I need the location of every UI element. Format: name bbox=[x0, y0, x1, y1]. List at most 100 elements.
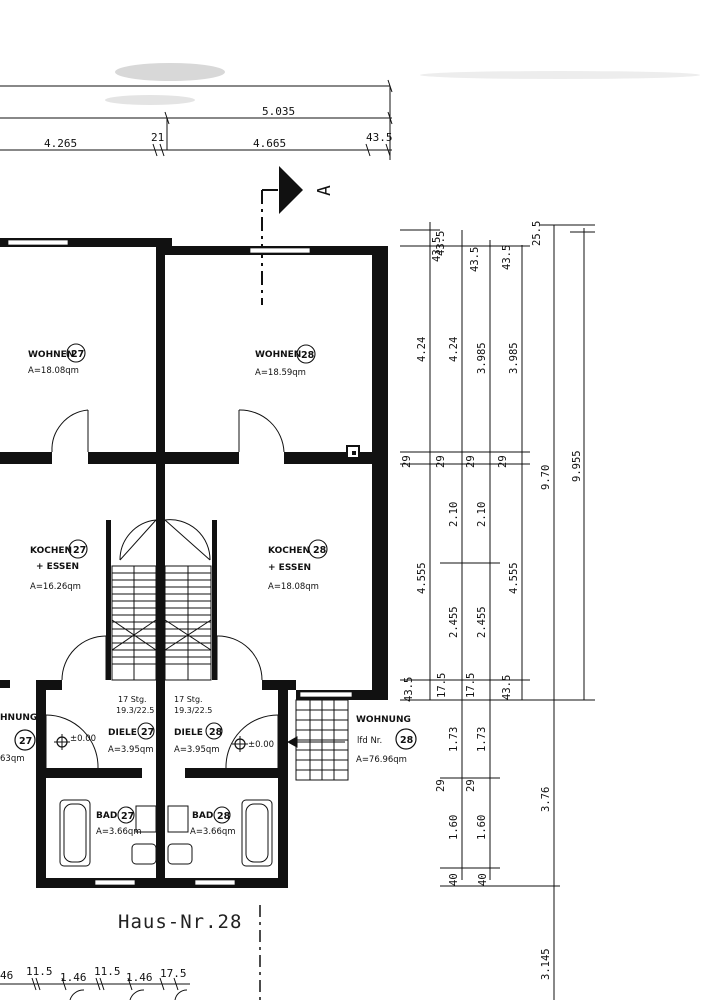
vdim-c2-2: 29 bbox=[435, 455, 447, 468]
kochen-27-area: A=16.26qm bbox=[30, 582, 81, 592]
wohnung-27-name: HNUNG bbox=[0, 713, 37, 723]
diele-28-name: DIELE bbox=[174, 728, 203, 738]
diele-27-name: DIELE bbox=[108, 728, 137, 738]
wohnung-28-name: WOHNUNG bbox=[356, 715, 411, 725]
vdim-c2-5: 17.5 bbox=[436, 673, 448, 698]
vdim-c1-2: 29 bbox=[401, 455, 413, 468]
section-marker bbox=[261, 166, 303, 305]
bathroom-fixtures bbox=[59, 799, 273, 867]
bottom-dim-3: 11.5 bbox=[94, 965, 121, 978]
bad-27-name: BAD bbox=[96, 811, 117, 821]
wohnen-27-name: WOHNEN bbox=[28, 350, 74, 360]
bottom-dim-2: 1.46 bbox=[60, 971, 87, 984]
wohnung-28-sub: lfd Nr. bbox=[357, 736, 382, 746]
section-label: A bbox=[314, 185, 335, 196]
level-marks bbox=[54, 734, 248, 752]
vdim-c2-6: 1.73 bbox=[448, 727, 460, 752]
bad-27-area: A=3.66qm bbox=[96, 827, 142, 837]
wohnen-27-num: 27 bbox=[71, 349, 84, 360]
stair-right-line1: 17 Stg. bbox=[174, 695, 203, 704]
vdim-c3-2: 29 bbox=[465, 455, 477, 468]
diele-28-num: 28 bbox=[209, 727, 223, 738]
bad-28-area: A=3.66qm bbox=[190, 827, 236, 837]
vdim-c4-1: 3.985 bbox=[508, 342, 520, 374]
vdim-c3-9: 40 bbox=[477, 873, 489, 886]
vdim-c2-0: 43.5 bbox=[435, 231, 447, 256]
scan-smudge bbox=[105, 63, 700, 105]
bottom-dimension-lines bbox=[0, 977, 190, 991]
kochen-27-sub: + ESSEN bbox=[36, 562, 79, 572]
wohnen-28-num: 28 bbox=[301, 350, 315, 361]
diele-28-area: A=3.95qm bbox=[174, 745, 220, 755]
top-dimension-lines bbox=[0, 79, 393, 160]
kochen-28-sub: + ESSEN bbox=[268, 563, 311, 573]
vdim-c2-3: 2.10 bbox=[448, 502, 460, 527]
wohnen-28-name: WOHNEN bbox=[255, 350, 301, 360]
entrance-stair bbox=[286, 699, 349, 781]
vdim-c3-7: 29 bbox=[465, 779, 477, 792]
wohnung-28-area: A=76.96qm bbox=[356, 755, 407, 765]
vertical-dimension-lines bbox=[400, 222, 595, 1000]
stair-left-line2: 19.3/22.5 bbox=[116, 706, 154, 715]
stair-right-line2: 19.3/22.5 bbox=[174, 706, 212, 715]
bottom-dim-4: 1.46 bbox=[126, 971, 153, 984]
dim-5035: 5.035 bbox=[262, 105, 295, 118]
wohnung-27-area: 63qm bbox=[0, 754, 25, 764]
kochen-27-name: KOCHEN bbox=[30, 546, 72, 556]
house-label: Haus-Nr.28 bbox=[118, 911, 242, 933]
stairs bbox=[111, 565, 212, 681]
vdim-c5-0: 25.5 bbox=[531, 221, 543, 246]
vdim-c3-5: 17.5 bbox=[465, 673, 477, 698]
stair-left-line1: 17 Stg. bbox=[118, 695, 147, 704]
bottom-dim-0: 46 bbox=[0, 969, 13, 982]
vdim-c2-7: 29 bbox=[435, 779, 447, 792]
kochen-28-area: A=18.08qm bbox=[268, 582, 319, 592]
vdim-c4-4: 43.5 bbox=[501, 675, 513, 700]
dim-435-top: 43.5 bbox=[366, 131, 393, 144]
vdim-c1-1: 4.24 bbox=[416, 337, 428, 362]
vdim-c4-2: 29 bbox=[497, 455, 509, 468]
dim-4665: 4.665 bbox=[253, 137, 286, 150]
diele-27-num: 27 bbox=[141, 727, 154, 738]
wohnung-28-num: 28 bbox=[400, 735, 414, 746]
vdim-c6-0: 9.955 bbox=[571, 450, 583, 482]
walls bbox=[0, 238, 388, 888]
kochen-27-num: 27 bbox=[73, 545, 86, 556]
vdim-c3-3: 2.10 bbox=[476, 502, 488, 527]
bottom-door-arcs bbox=[69, 989, 188, 1000]
vdim-c1-3: 4.555 bbox=[416, 562, 428, 594]
kochen-28-name: KOCHEN bbox=[268, 546, 310, 556]
dim-21: 21 bbox=[151, 131, 164, 144]
bottom-dim-1: 11.5 bbox=[26, 965, 53, 978]
vdim-c4-0: 43.5 bbox=[501, 245, 513, 270]
bad-28-name: BAD bbox=[192, 811, 213, 821]
vdim-c2-1: 4.24 bbox=[448, 337, 460, 362]
level-left: ±0.00 bbox=[70, 734, 96, 744]
vdim-c5-3: 3.145 bbox=[540, 948, 552, 980]
vdim-c5-2: 3.76 bbox=[540, 787, 552, 812]
vdim-c2-8: 1.60 bbox=[448, 815, 460, 840]
vdim-c5-1: 9.70 bbox=[540, 465, 552, 490]
wohnung-27-num: 27 bbox=[19, 736, 32, 747]
level-right: ±0.00 bbox=[248, 740, 274, 750]
kochen-28-num: 28 bbox=[313, 545, 327, 556]
bad-27-num: 27 bbox=[121, 811, 134, 822]
bad-28-num: 28 bbox=[217, 811, 231, 822]
vdim-c2-4: 2.455 bbox=[448, 606, 460, 638]
wohnen-27-area: A=18.08qm bbox=[28, 366, 79, 376]
bottom-dim-5: 17.5 bbox=[160, 967, 187, 980]
diele-27-area: A=3.95qm bbox=[108, 745, 154, 755]
vdim-c2-9: 40 bbox=[448, 873, 460, 886]
dim-4265: 4.265 bbox=[44, 137, 77, 150]
vdim-c3-4: 2.455 bbox=[476, 606, 488, 638]
vdim-c3-1: 3.985 bbox=[476, 342, 488, 374]
vdim-c3-8: 1.60 bbox=[476, 815, 488, 840]
vdim-c1-4: 43.5 bbox=[403, 677, 415, 702]
vdim-c1-0: 43.5 bbox=[431, 237, 443, 262]
doors bbox=[45, 409, 285, 769]
wohnen-28-area: A=18.59qm bbox=[255, 368, 306, 378]
vdim-c3-0: 43.5 bbox=[469, 247, 481, 272]
vdim-c4-3: 4.555 bbox=[508, 562, 520, 594]
vdim-c3-6: 1.73 bbox=[476, 727, 488, 752]
